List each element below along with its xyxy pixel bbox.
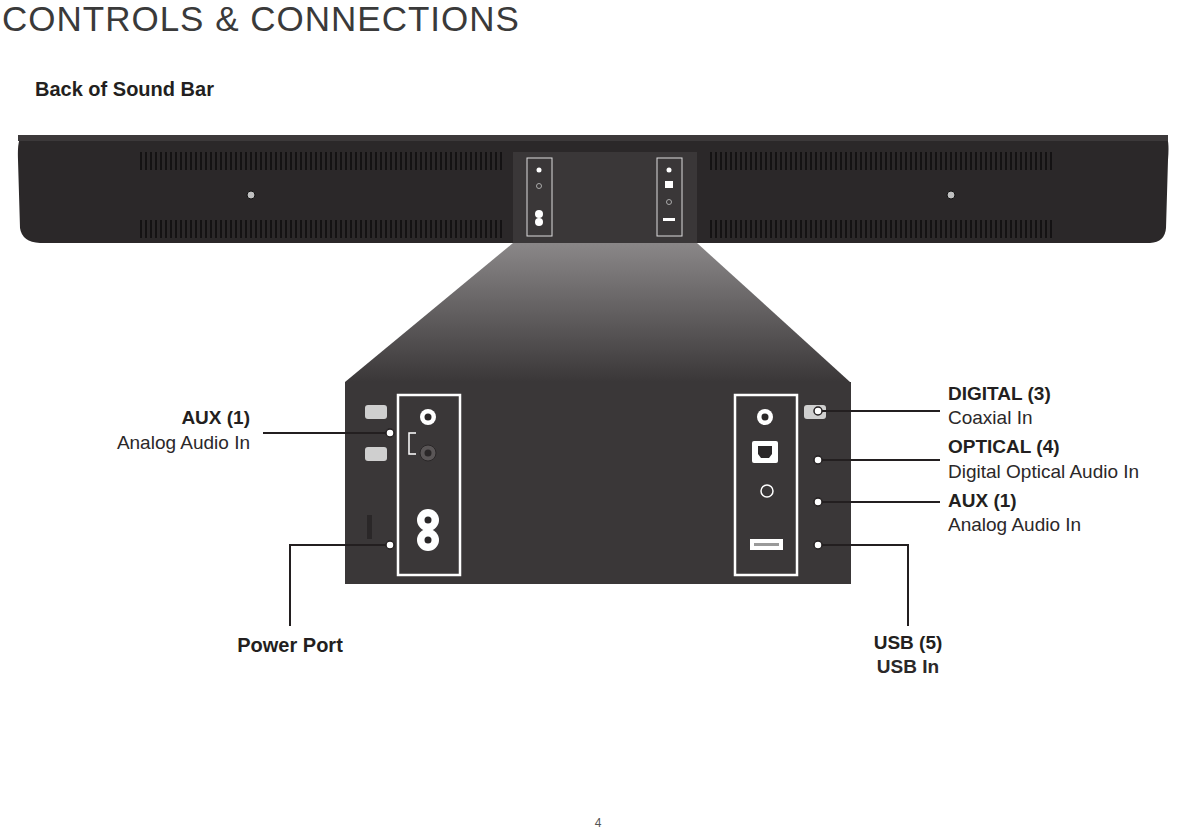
zoomed-panel xyxy=(345,382,851,584)
usb-port xyxy=(750,539,783,550)
zoom-projection xyxy=(345,243,850,382)
power-port xyxy=(535,210,543,218)
port-group xyxy=(657,158,682,236)
callout-dot xyxy=(814,498,822,506)
callout-dot xyxy=(386,541,394,549)
rca-jack xyxy=(537,184,542,189)
vent xyxy=(707,220,1052,238)
vent xyxy=(140,220,505,238)
tab xyxy=(365,447,387,461)
section-heading: Back of Sound Bar xyxy=(35,77,214,101)
port-group-outline xyxy=(735,395,797,575)
top-edge xyxy=(18,135,1168,141)
callout-title: AUX (1) xyxy=(948,490,1017,513)
coax-jack xyxy=(667,168,672,173)
optical-port xyxy=(665,181,673,188)
power-pin xyxy=(425,517,432,524)
power-port xyxy=(535,218,543,226)
optical-port-inner xyxy=(758,446,772,458)
callout-title: USB (5) xyxy=(874,632,943,655)
port-group-outline xyxy=(398,395,460,575)
leader-line xyxy=(822,501,940,503)
power-port xyxy=(417,529,439,551)
vent xyxy=(707,152,1052,170)
leader-line xyxy=(822,459,940,461)
mount-hole xyxy=(247,191,255,199)
callout-dot xyxy=(814,456,822,464)
callout-title: AUX (1) xyxy=(181,407,250,430)
vent xyxy=(140,152,505,170)
page-title: CONTROLS & CONNECTIONS xyxy=(2,0,520,39)
optical-port xyxy=(752,441,778,463)
port-group xyxy=(527,158,552,236)
callout-desc: USB In xyxy=(877,656,939,679)
callout-dot xyxy=(386,429,394,437)
callout-dot xyxy=(814,541,822,549)
tab xyxy=(365,405,387,419)
coax-jack-center xyxy=(762,414,769,421)
mount-hole xyxy=(947,191,955,199)
callout-title: OPTICAL (4) xyxy=(948,436,1060,459)
callout-title: Power Port xyxy=(237,633,343,657)
rca-jack xyxy=(420,445,436,461)
aux-jack xyxy=(667,200,672,205)
aux-jack xyxy=(761,485,773,497)
callout-dot xyxy=(814,407,822,415)
slot xyxy=(367,515,372,539)
rca-jack xyxy=(537,168,542,173)
rca-jack-center xyxy=(425,450,432,457)
leader-line xyxy=(822,410,940,412)
rca-jack-center xyxy=(425,414,432,421)
rca-jack xyxy=(420,409,436,425)
leader-line xyxy=(263,432,386,434)
bracket xyxy=(409,433,416,454)
callout-desc: Digital Optical Audio In xyxy=(948,461,1139,484)
usb-port-inner xyxy=(754,543,779,546)
leader-line xyxy=(822,545,908,626)
callout-title: DIGITAL (3) xyxy=(948,383,1051,406)
sound-bar-body xyxy=(18,135,1169,243)
page-number: 4 xyxy=(595,816,602,830)
callout-desc: Coaxial In xyxy=(948,407,1033,430)
port-recess xyxy=(513,152,697,243)
leader-line xyxy=(290,545,386,626)
power-pin xyxy=(425,537,432,544)
power-port xyxy=(417,509,439,531)
usb-port xyxy=(663,218,675,221)
callout-desc: Analog Audio In xyxy=(117,432,250,455)
coax-jack xyxy=(757,409,773,425)
callout-desc: Analog Audio In xyxy=(948,514,1081,537)
